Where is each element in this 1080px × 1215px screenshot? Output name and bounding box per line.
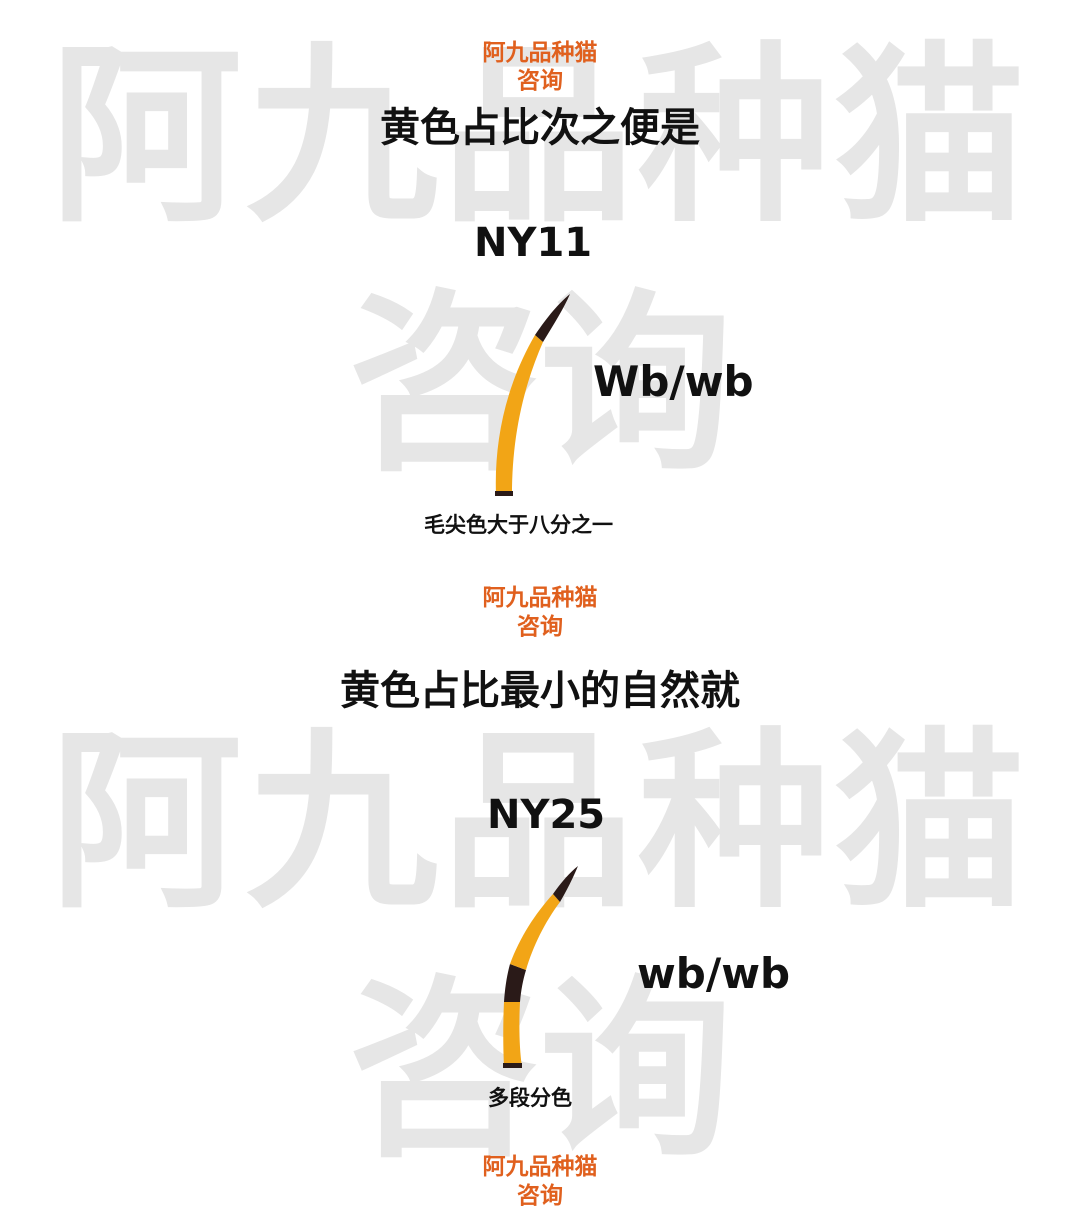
brand-label-sub: 咨询 <box>517 68 563 94</box>
hair-base <box>503 1063 522 1068</box>
hair-yellow-band-upper <box>510 894 560 970</box>
section-heading: 黄色占比最小的自然就 <box>340 668 740 714</box>
hair-shaft-illustration <box>503 866 578 1068</box>
hair-base <box>495 491 513 496</box>
footer-brand-label-sub: 咨询 <box>517 1183 563 1209</box>
hair-shaft-illustration <box>495 294 570 496</box>
color-code: NY11 <box>474 220 593 266</box>
section-heading: 黄色占比次之便是 <box>380 105 700 151</box>
footer-brand-label: 阿九品种猫 <box>482 1154 598 1180</box>
genotype-label: Wb/wb <box>593 357 754 406</box>
hair-dark-tip <box>535 294 570 342</box>
watermark-consult-bottom: 咨询 <box>348 960 732 1183</box>
hair-dark-band-middle <box>504 964 526 1002</box>
genotype-label: wb/wb <box>637 949 791 998</box>
color-code: NY25 <box>487 792 606 838</box>
hair-dark-tip <box>553 866 578 902</box>
brand-label-sub: 咨询 <box>517 614 563 640</box>
hair-caption: 毛尖色大于八分之一 <box>424 513 613 537</box>
watermark-brand-top: 阿九品种猫 <box>50 26 1030 249</box>
watermark-brand-bottom: 阿九品种猫 <box>50 712 1030 935</box>
watermark-consult-top: 咨询 <box>348 274 732 497</box>
brand-label: 阿九品种猫 <box>482 40 598 66</box>
brand-label: 阿九品种猫 <box>482 585 598 611</box>
hair-caption: 多段分色 <box>488 1086 572 1110</box>
hair-yellow-band-lower <box>503 1002 522 1067</box>
hair-yellow-band <box>495 335 543 495</box>
